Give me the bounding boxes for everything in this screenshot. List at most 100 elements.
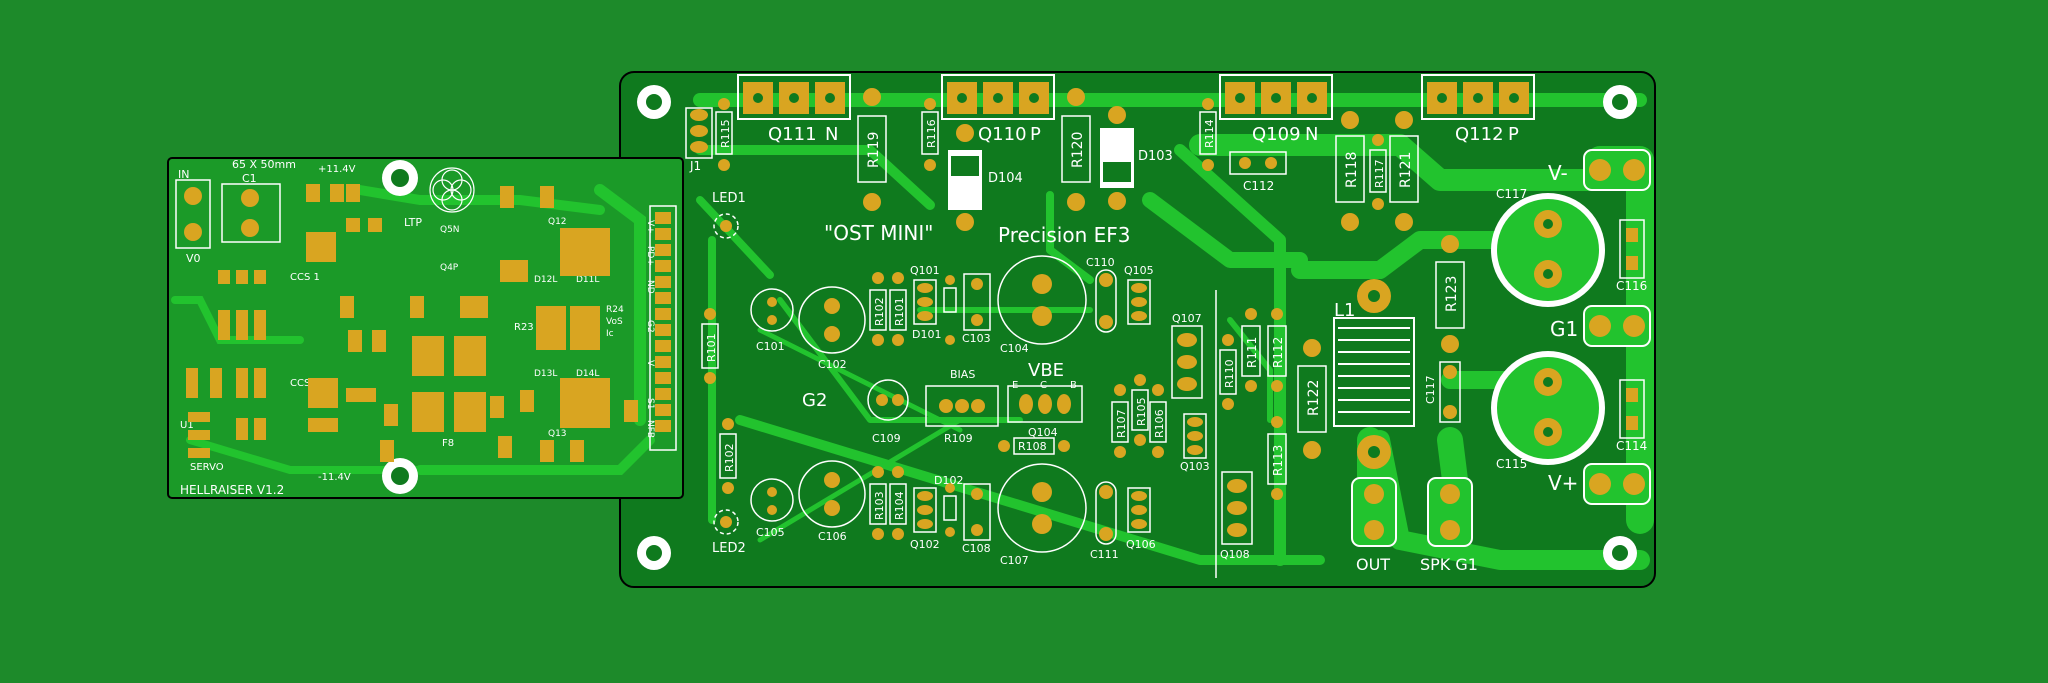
r119-label: R119: [866, 132, 882, 168]
terminal-out: OUT: [1351, 477, 1397, 574]
resistor-r103: R103: [869, 466, 887, 540]
q112-label: Q112: [1455, 124, 1504, 145]
servo-logo: [429, 167, 475, 213]
transistor-q104: Q104 E C B: [1007, 380, 1083, 439]
resistor-r122: R122: [1297, 339, 1327, 459]
servo-d13l-label: D13L: [534, 369, 557, 379]
c108-label: C108: [962, 542, 991, 555]
servo-r24-label: R24: [606, 305, 624, 315]
r102-left-label: R102: [723, 443, 736, 472]
connector-q110: Q110 P: [941, 74, 1055, 145]
resistor-r119: R119: [857, 88, 887, 211]
resistor-r112: R112: [1267, 308, 1287, 392]
resistor-r101: R101: [889, 272, 907, 346]
servo-pin-vminus: V-: [645, 360, 655, 369]
r101-left-label: R101: [705, 333, 718, 362]
terminal-g1-label: G1: [1550, 317, 1578, 341]
c117-label: C117: [1496, 187, 1527, 201]
led1-label: LED1: [712, 191, 746, 206]
transistor-q105: Q105: [1124, 264, 1154, 325]
servo-ccs2-label: CCS 2: [290, 378, 320, 389]
r103-label: R103: [873, 491, 886, 520]
main-board: Q111 N Q110 P Q109 N Q112 P J: [619, 71, 1656, 588]
c106-label: C106: [818, 530, 847, 543]
c103-label: C103: [962, 332, 991, 345]
resistor-r102: R102: [869, 272, 887, 346]
servo-c1-label: C1: [242, 172, 257, 185]
led2-label: LED2: [712, 541, 746, 556]
servo-r23-label: R23: [514, 322, 534, 333]
r122-label: R122: [1306, 380, 1322, 416]
servo-u1-label: U1: [180, 420, 194, 431]
r104-label: R104: [893, 491, 906, 520]
r115-label: R115: [719, 119, 732, 148]
capacitor-c115: C115: [1491, 351, 1605, 471]
servo-v0-label: V0: [186, 252, 201, 265]
resistor-r120: R120: [1061, 88, 1091, 211]
c114-label: C114: [1616, 439, 1647, 453]
r121-label: R121: [1398, 152, 1414, 188]
connector-q109: Q109 N: [1219, 74, 1333, 145]
c102-label: C102: [818, 358, 847, 371]
q101-label: Q101: [910, 264, 940, 277]
servo-in-label: IN: [178, 168, 189, 181]
led2: LED2: [712, 509, 746, 556]
c111-label: C111: [1090, 548, 1119, 561]
servo-pin-s1: S1: [645, 398, 655, 409]
d102-label: D102: [934, 474, 963, 487]
r116-label: R116: [925, 119, 938, 148]
resistor-r110: R110: [1219, 334, 1237, 410]
servo-q5n-label: Q5N: [440, 225, 460, 235]
trimmer-r109: R109: [925, 385, 999, 445]
d101-label: D101: [912, 328, 941, 341]
transistor-q107: Q107: [1171, 312, 1203, 399]
capacitor-c101: C101: [750, 288, 794, 353]
q104-label: Q104: [1028, 426, 1058, 439]
r111-label: R111: [1245, 337, 1259, 368]
capacitor-c108: C108: [962, 483, 991, 555]
capacitor-c117: C117: [1491, 187, 1605, 307]
resistor-r118: R118: [1335, 111, 1365, 231]
servo-ic-label: Ic: [606, 329, 614, 339]
resistor-r123: R123: [1435, 235, 1465, 353]
terminal-v-plus: V+: [1548, 463, 1651, 505]
q112-type: P: [1508, 124, 1519, 145]
board-subtitle: Precision EF3: [998, 223, 1130, 247]
servo-label: SERVO: [190, 462, 224, 473]
terminal-v-minus: V-: [1548, 149, 1651, 191]
q102-label: Q102: [910, 538, 940, 551]
c107-label: C107: [1000, 554, 1029, 567]
servo-ccs1-label: CCS 1: [290, 272, 320, 283]
servo-mount-hole: [382, 160, 418, 494]
capacitor-c107: C107: [997, 463, 1087, 567]
resistor-r117: R117: [1369, 134, 1387, 210]
diode-d101: D101: [912, 275, 957, 345]
q110-type: P: [1030, 124, 1041, 145]
servo-pin-pd: PD+: [645, 246, 655, 266]
transistor-q108: Q108: [1220, 471, 1253, 561]
resistor-r114: R114: [1199, 98, 1217, 171]
servo-d14l-label: D14L: [576, 369, 599, 379]
connector-j1: J1: [685, 107, 713, 173]
capacitor-c110: C110: [1086, 256, 1117, 333]
c109-label: C109: [872, 432, 901, 445]
q107-label: Q107: [1172, 312, 1202, 325]
servo-c1: C1: [221, 172, 281, 243]
g2-label: G2: [802, 390, 827, 411]
inductor-l1: L1: [1333, 279, 1415, 469]
capacitor-c104: C104: [997, 255, 1087, 355]
capacitor-c117-film: C117: [1424, 361, 1461, 423]
c101-label: C101: [756, 340, 785, 353]
r117-label: R117: [1373, 159, 1386, 188]
servo-plus-rail-label: +11.4V: [318, 164, 356, 175]
servo-pin-g2: G2: [645, 320, 655, 333]
d103-label: D103: [1138, 149, 1173, 164]
c115-label: C115: [1496, 457, 1527, 471]
capacitor-c105: C105: [750, 478, 794, 539]
resistor-r105: R105: [1131, 374, 1149, 446]
r109-label: R109: [944, 432, 973, 445]
q110-label: Q110: [978, 124, 1027, 145]
capacitor-c103: C103: [962, 273, 991, 345]
l1-label: L1: [1334, 300, 1355, 321]
r112-label: R112: [1271, 337, 1285, 368]
